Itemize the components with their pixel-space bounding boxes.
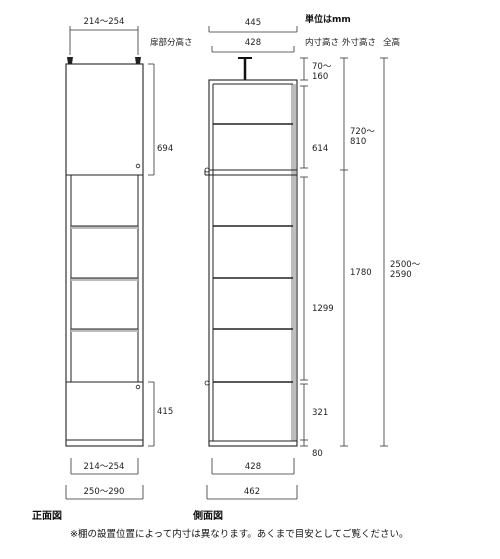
upper-outer-height-line1: 720～: [350, 127, 375, 137]
front-cabinet-outline: [65, 63, 144, 447]
side-lower-knob-icon: [204, 380, 210, 386]
unit-label: 単位はmm: [305, 13, 351, 25]
upper-door-height-label: 694: [157, 144, 173, 154]
upper-outer-height-label: 720～ 810: [350, 127, 377, 147]
top-gap-label: 70～ 160: [312, 62, 334, 82]
outer-height-column-header: 外寸高さ: [342, 37, 376, 48]
front-shelf: [71, 329, 138, 332]
front-bottom-outer-width-label: 250～290: [84, 487, 125, 497]
top-gap-label-line2: 160: [312, 72, 328, 82]
total-height-line2: 2590: [390, 270, 412, 280]
front-bottom-inner-width-label: 214～254: [84, 462, 125, 472]
side-top-outer-depth-label: 445: [245, 18, 261, 28]
side-bottom-inner-depth-label: 428: [245, 462, 261, 472]
side-upper-knob-icon: [204, 167, 210, 173]
footnote: ※棚の設置位置によって内寸は異なります。あくまで目安としてご覧ください。: [70, 528, 408, 540]
front-shelf: [71, 226, 138, 229]
front-view: 214～254 694 415 214～2: [32, 17, 173, 522]
door-height-column-header: 扉部分高さ: [150, 37, 193, 48]
side-bottom-outer-depth-label: 462: [244, 487, 260, 497]
front-top-width-label: 214～254: [84, 17, 125, 27]
lower-inner-height-label: 321: [312, 408, 328, 418]
lower-door-knob-icon: [135, 384, 141, 390]
lower-outer-height-label: 1780: [350, 268, 372, 278]
side-view: 445 428 70～ 160: [192, 18, 423, 522]
side-cabinet-outline: [208, 79, 298, 447]
upper-door-knob-icon: [135, 163, 141, 169]
upper-inner-height-label: 614: [312, 144, 328, 154]
side-back-panel: [291, 84, 296, 441]
front-right-adjuster-icon: [135, 57, 141, 64]
inner-height-column-header: 内寸高さ: [305, 37, 339, 48]
side-view-caption: 側面図: [192, 509, 223, 522]
base-height-label: 80: [312, 449, 323, 459]
front-shelf: [71, 278, 138, 281]
total-height-column-header: 全高: [383, 37, 400, 48]
front-left-adjuster-icon: [67, 57, 73, 64]
front-view-caption: 正面図: [32, 510, 62, 522]
side-top-inner-depth-label: 428: [245, 38, 261, 48]
upper-outer-height-line2: 810: [350, 137, 366, 147]
middle-inner-height-label: 1299: [312, 304, 334, 314]
total-height-label: 2500～ 2590: [390, 260, 423, 280]
top-gap-label-line1: 70～: [312, 62, 332, 72]
total-height-line1: 2500～: [390, 260, 421, 270]
lower-door-height-label: 415: [157, 407, 173, 417]
